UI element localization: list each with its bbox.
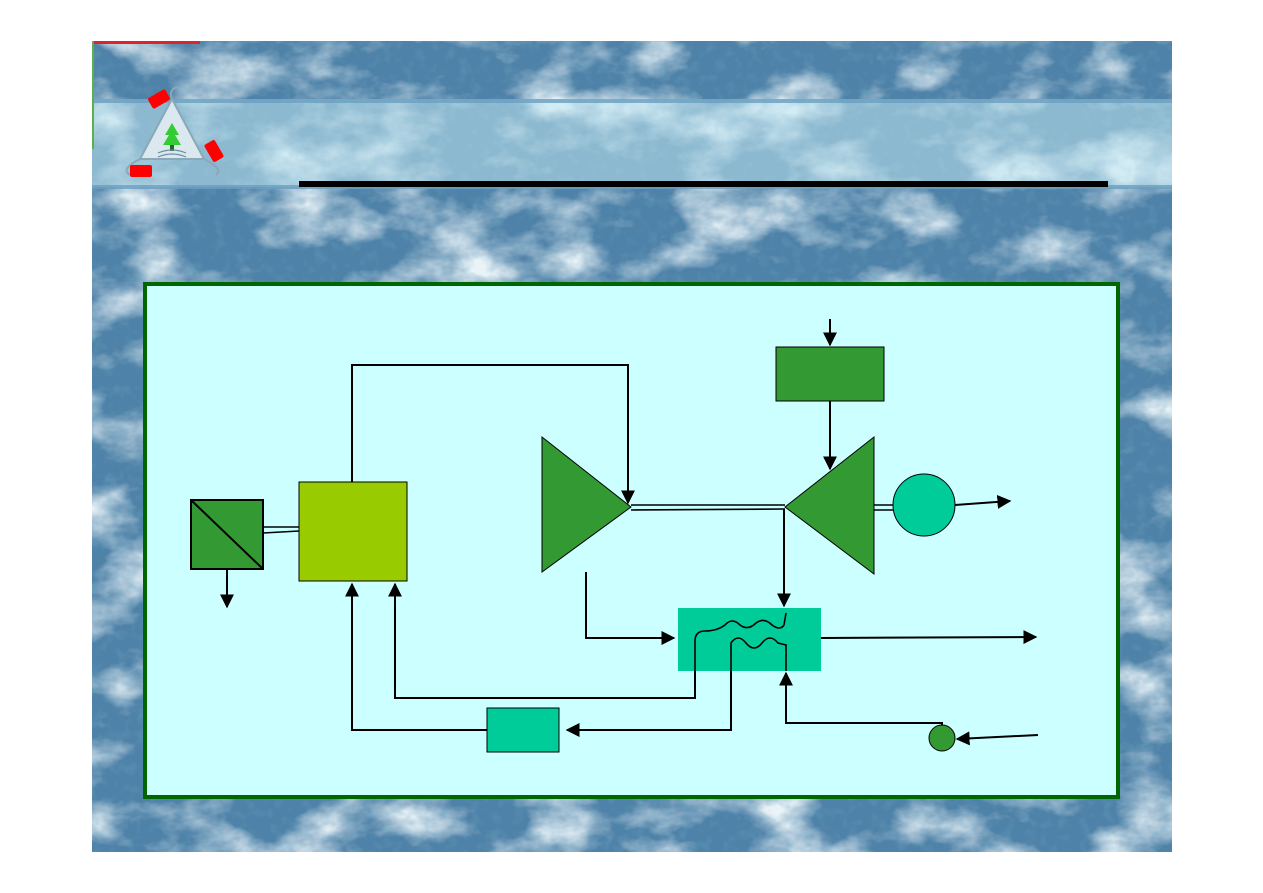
recycling-triangle-tree-logo bbox=[92, 41, 224, 177]
pump-block bbox=[486, 707, 560, 753]
generator-circle-icon bbox=[892, 473, 956, 537]
logo-arrow-right bbox=[203, 158, 220, 176]
heat-exchanger-icon bbox=[678, 608, 821, 671]
top-unit-block bbox=[775, 346, 885, 402]
turbine-triangle-icon bbox=[541, 435, 632, 573]
diagram-panel bbox=[143, 282, 1120, 799]
exchanger-coil-upper bbox=[694, 612, 787, 671]
logo-arrow-top bbox=[169, 86, 179, 100]
return-line-to-boiler-right bbox=[388, 582, 696, 699]
turbine-exhaust-to-exchanger bbox=[585, 572, 676, 645]
exchanger-output-arrow bbox=[820, 630, 1038, 645]
feed-to-exchanger-line bbox=[779, 671, 943, 725]
logo-arrow-left bbox=[125, 158, 141, 176]
logo-accent-line bbox=[92, 41, 200, 44]
heat-exchanger-block bbox=[678, 608, 821, 671]
title-band bbox=[92, 99, 1172, 187]
shaft-line-b bbox=[630, 508, 786, 511]
process-diagram bbox=[143, 282, 1120, 799]
logo-red-tab-bottom bbox=[130, 165, 152, 177]
steam-line-to-turbine bbox=[351, 364, 635, 505]
pump-to-boiler-line bbox=[345, 582, 487, 731]
power-output-arrow bbox=[954, 494, 1012, 509]
title-underline bbox=[299, 181, 1108, 187]
logo-tree-trunk bbox=[170, 145, 174, 151]
logo-tree-icon bbox=[163, 123, 181, 145]
title-band-top-line bbox=[92, 99, 1172, 103]
link-separator-boiler-b bbox=[262, 530, 300, 534]
feed-input-arrow bbox=[955, 731, 1039, 746]
separator-box-icon bbox=[190, 499, 264, 570]
slide-foreground bbox=[92, 41, 1120, 799]
condensate-line-to-pump bbox=[565, 671, 732, 737]
exchanger-coil-lower bbox=[730, 637, 787, 671]
logo-book-lines bbox=[157, 149, 187, 158]
feed-pump-circle-icon bbox=[928, 724, 956, 752]
slide bbox=[92, 41, 1172, 852]
boiler-block bbox=[298, 481, 408, 582]
logo-red-tab-top bbox=[148, 89, 170, 109]
logo-red-tab-right bbox=[204, 140, 224, 162]
separator-diagonal bbox=[190, 499, 264, 570]
logo-accent-edge bbox=[92, 41, 94, 149]
